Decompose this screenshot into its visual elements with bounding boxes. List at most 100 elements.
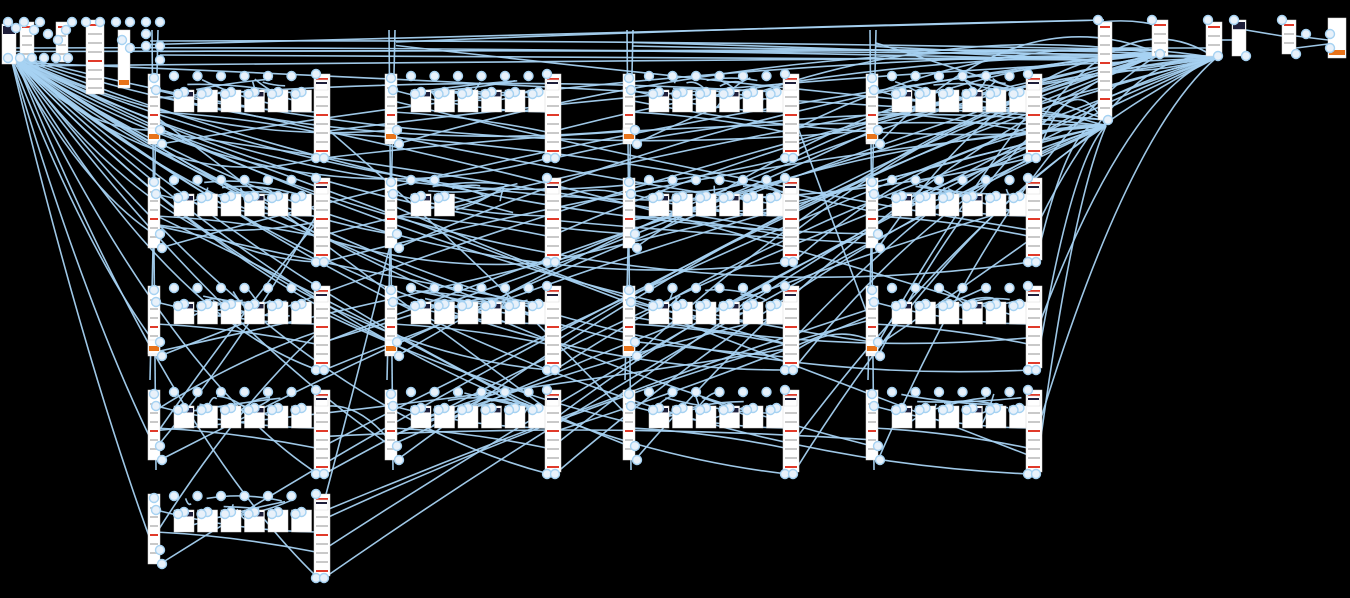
graph-node[interactable] (156, 242, 168, 254)
graph-node[interactable] (718, 88, 729, 100)
graph-node[interactable] (1154, 48, 1166, 60)
graph-node[interactable] (623, 284, 635, 296)
graph-node[interactable] (154, 440, 166, 452)
graph-node[interactable] (527, 88, 538, 100)
graph-node[interactable] (957, 282, 968, 294)
graph-node[interactable] (647, 404, 659, 416)
graph-node[interactable] (765, 88, 776, 100)
graph-node[interactable] (1004, 386, 1015, 398)
graph-node[interactable] (779, 172, 791, 184)
graph-node[interactable] (886, 174, 898, 186)
graph-node[interactable] (761, 70, 772, 82)
graph-node[interactable] (148, 284, 160, 296)
graph-node[interactable] (154, 336, 166, 348)
graph-node[interactable] (387, 84, 399, 96)
graph-node[interactable] (1008, 300, 1019, 312)
graph-node[interactable] (215, 174, 227, 186)
graph-node[interactable] (541, 384, 553, 396)
graph-node[interactable] (262, 282, 274, 294)
graph-node[interactable] (1324, 28, 1336, 40)
graph-node[interactable] (150, 188, 162, 200)
graph-node[interactable] (868, 400, 880, 412)
graph-node[interactable] (625, 400, 637, 412)
graph-node[interactable] (623, 388, 635, 400)
graph-node[interactable] (629, 440, 641, 452)
graph-node[interactable] (262, 386, 274, 398)
graph-node[interactable] (957, 70, 968, 82)
graph-node[interactable] (318, 572, 330, 584)
graph-node[interactable] (1004, 70, 1015, 82)
graph-node[interactable] (765, 300, 776, 312)
graph-node[interactable] (1022, 172, 1034, 184)
graph-node[interactable] (714, 282, 725, 294)
graph-node[interactable] (10, 22, 22, 34)
graph-node[interactable] (671, 404, 682, 416)
graph-node[interactable] (549, 256, 561, 268)
graph-node[interactable] (643, 282, 655, 294)
graph-node[interactable] (154, 40, 166, 52)
graph-node[interactable] (192, 490, 203, 502)
graph-node[interactable] (290, 404, 301, 416)
graph-node[interactable] (480, 88, 491, 100)
graph-node[interactable] (140, 40, 152, 52)
graph-node[interactable] (172, 404, 184, 416)
graph-node[interactable] (957, 386, 968, 398)
graph-node[interactable] (761, 282, 772, 294)
graph-node[interactable] (266, 300, 278, 312)
graph-node[interactable] (694, 404, 706, 416)
graph-node[interactable] (215, 490, 227, 502)
graph-node[interactable] (387, 400, 399, 412)
graph-node[interactable] (714, 386, 725, 398)
graph-node[interactable] (718, 192, 729, 204)
graph-node[interactable] (667, 70, 678, 82)
graph-node[interactable] (385, 388, 397, 400)
graph-node[interactable] (549, 364, 561, 376)
graph-node[interactable] (219, 300, 231, 312)
graph-node[interactable] (286, 70, 297, 82)
graph-node[interactable] (156, 454, 168, 466)
graph-node[interactable] (890, 300, 902, 312)
graph-node[interactable] (741, 192, 753, 204)
graph-node[interactable] (26, 52, 38, 64)
graph-node[interactable] (872, 228, 884, 240)
graph-node[interactable] (761, 174, 772, 186)
graph-node[interactable] (196, 508, 207, 520)
graph-node[interactable] (318, 364, 330, 376)
graph-node[interactable] (914, 192, 925, 204)
graph-node[interactable] (154, 16, 166, 28)
graph-node[interactable] (80, 16, 92, 28)
graph-node[interactable] (290, 300, 301, 312)
graph-node[interactable] (124, 16, 136, 28)
graph-node[interactable] (1022, 68, 1034, 80)
graph-node[interactable] (290, 88, 301, 100)
graph-node[interactable] (503, 404, 515, 416)
graph-node[interactable] (168, 70, 180, 82)
graph-node[interactable] (741, 88, 753, 100)
graph-node[interactable] (154, 228, 166, 240)
graph-node[interactable] (318, 468, 330, 480)
graph-node[interactable] (765, 192, 776, 204)
graph-node[interactable] (933, 70, 945, 82)
graph-node[interactable] (50, 52, 62, 64)
graph-node[interactable] (984, 404, 996, 416)
graph-node[interactable] (262, 70, 274, 82)
graph-node[interactable] (1324, 42, 1336, 54)
graph-node[interactable] (310, 384, 322, 396)
graph-node[interactable] (476, 282, 487, 294)
graph-node[interactable] (318, 152, 330, 164)
graph-node[interactable] (714, 70, 725, 82)
graph-node[interactable] (215, 70, 227, 82)
graph-node[interactable] (433, 192, 444, 204)
graph-node[interactable] (196, 300, 207, 312)
graph-node[interactable] (647, 300, 659, 312)
graph-node[interactable] (631, 138, 643, 150)
graph-node[interactable] (779, 384, 791, 396)
graph-node[interactable] (937, 404, 949, 416)
graph-node[interactable] (643, 174, 655, 186)
graph-node[interactable] (429, 386, 440, 398)
graph-node[interactable] (154, 124, 166, 136)
graph-node[interactable] (779, 68, 791, 80)
graph-node[interactable] (787, 152, 799, 164)
graph-node[interactable] (286, 282, 297, 294)
